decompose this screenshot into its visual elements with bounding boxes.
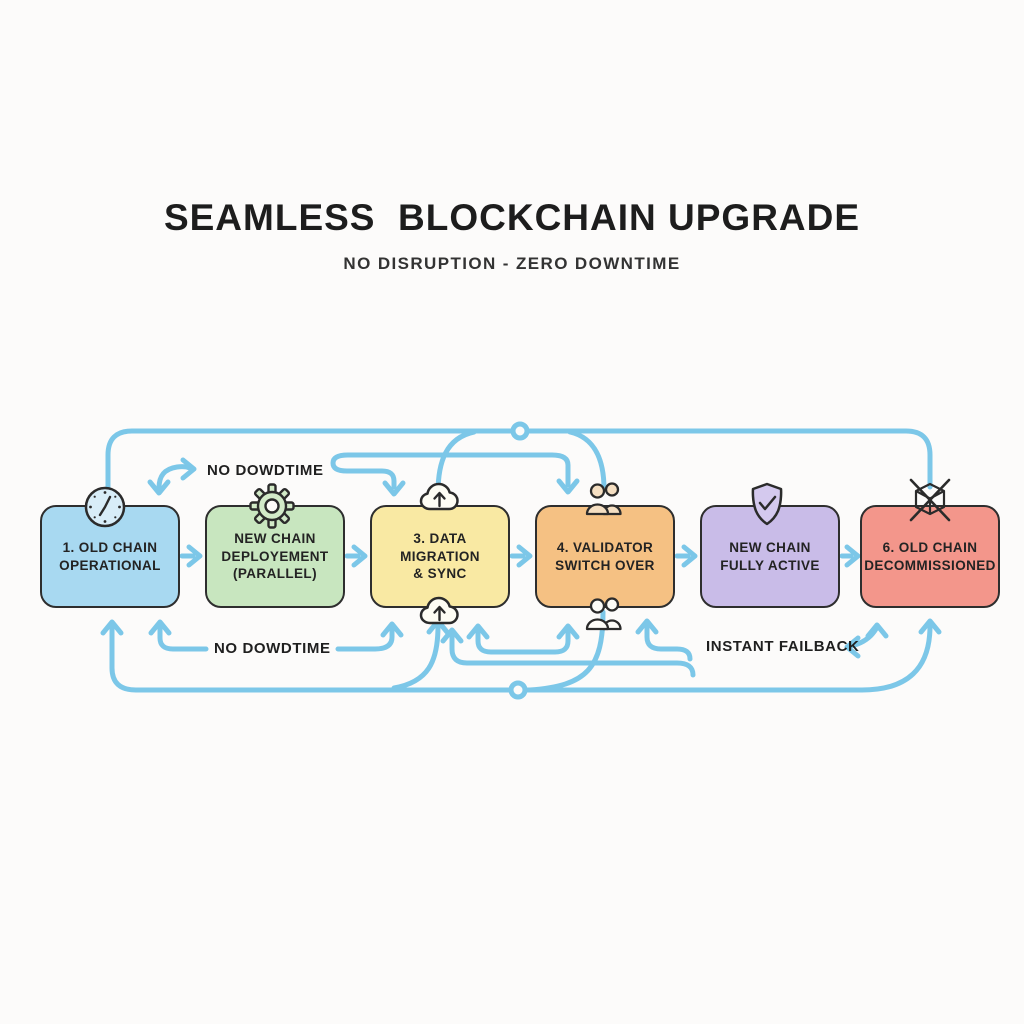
- step-6-box: 6. OLD CHAIN DECOMMISSIONED: [860, 505, 1000, 608]
- bottom-left-hook-connector: [157, 624, 209, 652]
- step-3-label: 3. DATA MIGRATION & SYNC: [400, 531, 480, 582]
- top-loop-node: [510, 421, 530, 441]
- arrowhead-down-step4-top: [556, 478, 580, 495]
- arrowhead-left-failback: [844, 635, 861, 659]
- top-branch-step4-connector: [567, 429, 607, 492]
- bottom-u-connector: [475, 628, 571, 655]
- step-1-label: 1. OLD CHAIN OPERATIONAL: [59, 539, 161, 573]
- top-left-s-arrow: [156, 464, 193, 491]
- arrowhead-up-step3-inner-bottom: [440, 627, 464, 644]
- arrowhead-up-u-left: [466, 623, 490, 640]
- arrowhead-up-u-right: [556, 623, 580, 640]
- arrowhead-right-top-label: [180, 457, 197, 481]
- bottom-long-horizontal-connector: [449, 632, 696, 678]
- top-inner-connector: [330, 452, 571, 490]
- people-icon: [580, 480, 630, 516]
- people-icon: [580, 595, 630, 631]
- step5-to-step6-arrow: [839, 544, 861, 568]
- step2-to-step3-arrow: [344, 544, 368, 568]
- arrowhead-up-step1-bottom: [148, 619, 172, 636]
- step-4-box: 4. VALIDATOR SWITCH OVER: [535, 505, 675, 608]
- decommission-cube-icon: [903, 477, 957, 525]
- step-2-label: NEW CHAIN DEPLOYEMENT (PARALLEL): [221, 531, 329, 582]
- arrowhead-up-step6-left-bottom: [865, 622, 889, 639]
- arrowhead-up-step6-bottom-outer: [918, 618, 942, 635]
- step-6-label: 6. OLD CHAIN DECOMMISSIONED: [864, 539, 996, 573]
- step-3-box: 3. DATA MIGRATION & SYNC: [370, 505, 510, 608]
- step3-to-step4-arrow: [509, 544, 533, 568]
- arrowhead-down-step3-top: [382, 480, 406, 497]
- shield-check-icon: [746, 481, 788, 527]
- step-5-label: NEW CHAIN FULLY ACTIVE: [720, 539, 820, 573]
- clock-icon: [83, 485, 127, 529]
- step4-bottom-hook-connector: [644, 623, 693, 662]
- cloud-upload-icon: [416, 478, 464, 516]
- arrowhead-up-step4-right-bottom: [635, 618, 659, 635]
- arrowhead-up-step3-left-bottom: [380, 621, 404, 638]
- page-subtitle: NO DISRUPTION - ZERO DOWNTIME: [343, 254, 681, 273]
- bottom-no-downtime-label: NO DOWDTIME: [214, 640, 331, 657]
- bottom-outer-loop-connector: [109, 623, 933, 693]
- cloud-upload-icon: [416, 592, 464, 630]
- bottom-label-to-step3-connector: [335, 626, 395, 652]
- arrowhead-up-step1-bottom-outer: [100, 619, 124, 636]
- bottom-rise-to-cloud-connector: [391, 623, 441, 691]
- step4-to-step5-arrow: [674, 544, 698, 568]
- bottom-loop-node: [508, 680, 528, 700]
- step-4-label: 4. VALIDATOR SWITCH OVER: [555, 539, 655, 573]
- instant-failback-label: INSTANT FAILBACK: [706, 638, 860, 655]
- gear-icon: [249, 483, 295, 529]
- page-title: SEAMLESS BLOCKCHAIN UPGRADE: [163, 197, 861, 238]
- step1-to-step2-arrow: [179, 544, 203, 568]
- top-no-downtime-label: NO DOWDTIME: [207, 462, 324, 479]
- arrowhead-down-step1-top: [147, 479, 171, 496]
